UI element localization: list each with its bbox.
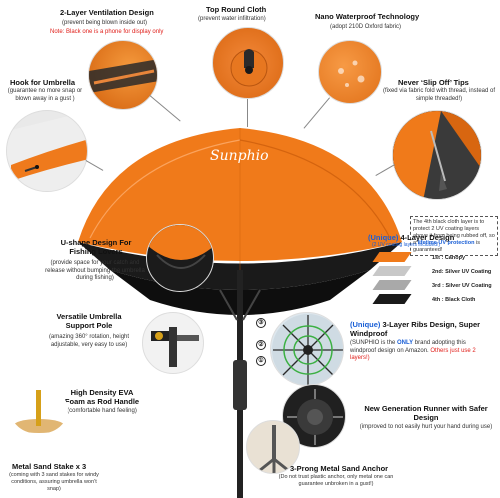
tips-title: Never ‘Slip Off’ Tips bbox=[398, 78, 469, 87]
hook-title: Hook for Umbrella bbox=[10, 78, 76, 87]
pole-photo bbox=[142, 312, 204, 374]
stake-title: Metal Sand Stake x 3 bbox=[12, 462, 87, 471]
ribs-title-rest: 3-Layer Ribs Design, Super Windproof bbox=[350, 320, 481, 338]
eva-title: High Density EVA Foam as Rod Handle bbox=[64, 388, 140, 406]
vent-note: Note: Black one is a phone for display o… bbox=[50, 29, 164, 35]
waterproof-subtitle: (adopt 210D Oxford fabric) bbox=[330, 24, 402, 30]
rib-badge-2: ② bbox=[256, 340, 266, 350]
stake-photo bbox=[10, 386, 68, 434]
waterproof-title: Nano Waterproof Technology bbox=[315, 12, 420, 21]
vent-subtitle: (prevent being blown inside out) bbox=[62, 20, 148, 26]
top-cloth-title: Top Round Cloth bbox=[206, 5, 267, 14]
ribs-title: (Unique) 3-Layer Ribs Design, Super Wind… bbox=[350, 320, 498, 338]
anchor-title: 3-Prong Metal Sand Anchor bbox=[290, 464, 389, 473]
hook-subtitle: (guarantee no more snap or blown away in… bbox=[7, 88, 83, 102]
layer-label-1: 1st : Canopy bbox=[432, 255, 466, 261]
ushape-photo bbox=[146, 224, 214, 292]
eva-subtitle: (comfortable hand feeling) bbox=[67, 408, 137, 414]
pole-subtitle: (amazing 360° rotation, height adjustabl… bbox=[48, 334, 130, 348]
cloth-note-box: The 4th black cloth layer is to protect … bbox=[410, 216, 498, 257]
ribs-sub-1: (SUNPHIO is the bbox=[350, 340, 398, 346]
cloth-note-part1: The 4th black cloth layer is to protect … bbox=[413, 219, 495, 246]
layer-label-4: 4th : Black Cloth bbox=[432, 297, 476, 303]
waterproof-photo bbox=[318, 40, 382, 104]
stake-subtitle: (coming with 3 sand stakes for windy con… bbox=[9, 472, 99, 492]
layer-label-3: 3rd : Silver UV Coating bbox=[432, 283, 492, 289]
tips-photo bbox=[392, 110, 482, 200]
umbrella-illustration bbox=[78, 128, 402, 498]
layers-subtitle: (2 UV coating layers included!) bbox=[372, 242, 441, 248]
rib-badge-1: ① bbox=[256, 356, 266, 366]
top-cloth-photo bbox=[212, 27, 284, 99]
runner-title: New Generation Runner with Safer Design bbox=[364, 404, 488, 422]
ribs-sub-only: ONLY bbox=[397, 340, 414, 346]
ribs-sub-2: brand adopting this windproof design on … bbox=[350, 340, 466, 354]
vent-photo bbox=[88, 40, 158, 110]
anchor-photo bbox=[246, 420, 300, 474]
leader-top bbox=[247, 99, 248, 127]
pole-title: Versatile Umbrella Support Pole bbox=[56, 312, 122, 330]
ushape-title: U-shape Design For Fishing Lovers bbox=[60, 238, 132, 256]
runner-subtitle: (improved to not easily hurt your hand d… bbox=[359, 424, 493, 430]
vent-title: 2-Layer Ventilation Design bbox=[60, 8, 154, 17]
ribs-sub-others: Others just use 2 layers!) bbox=[350, 347, 476, 362]
top-cloth-subtitle: (prevent water infiltration) bbox=[198, 16, 266, 22]
layers-title-unique: (Unique) bbox=[368, 233, 399, 242]
cloth-note-highlight: lifetime UV protection bbox=[417, 239, 475, 246]
layers-title-rest: 4-Layer Design bbox=[398, 233, 455, 242]
ribs-photo bbox=[270, 312, 344, 386]
layer-label-2: 2nd: Silver UV Coating bbox=[432, 269, 492, 275]
anchor-subtitle: (Do not trust plastic anchor, only metal… bbox=[278, 474, 394, 487]
layers-title: (Unique) 4-Layer Design bbox=[368, 233, 454, 242]
cloth-note-part2: is guaranteed! bbox=[413, 239, 480, 253]
tips-subtitle: (fixed via fabric fold with thread, inst… bbox=[382, 88, 496, 102]
brand-logo: Sunphio bbox=[210, 148, 269, 164]
rib-badge-3: ③ bbox=[256, 318, 266, 328]
leader-vent bbox=[149, 95, 181, 122]
ribs-title-unique: (Unique) bbox=[350, 320, 381, 329]
ushape-subtitle: (provide space for your catch and releas… bbox=[45, 260, 145, 281]
ribs-subtitle: (SUNPHIO is the ONLY brand adopting this… bbox=[350, 340, 490, 363]
hook-photo bbox=[6, 110, 88, 192]
